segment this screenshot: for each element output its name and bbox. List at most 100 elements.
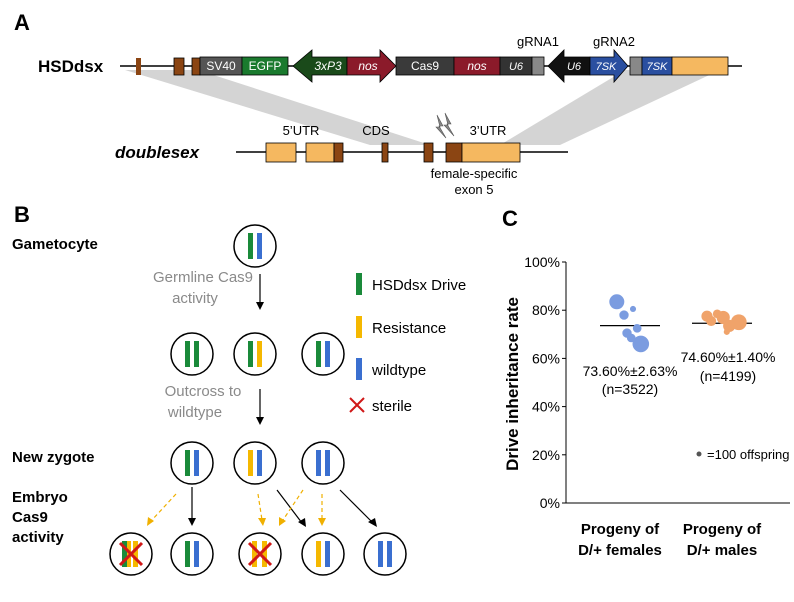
x-category-label: D/+ males xyxy=(687,542,757,559)
y-tick-label: 20% xyxy=(532,447,560,463)
y-axis-label: Drive inheritance rate xyxy=(503,297,522,471)
construct-exon-2 xyxy=(173,57,185,76)
data-point xyxy=(723,328,730,335)
sv40-label: SV40 xyxy=(206,59,236,73)
cell-embryo-4 xyxy=(301,532,345,576)
y-tick-label: 60% xyxy=(532,350,560,366)
nos1-arrow xyxy=(346,49,397,83)
legend-resistance-swatch xyxy=(356,316,362,338)
cell-zygote-drive xyxy=(170,441,214,485)
resistance-arrowheads xyxy=(147,517,326,526)
germline-label-1: Germline Cas9 xyxy=(153,269,253,286)
cell-embryo-3-sterile xyxy=(238,532,282,576)
legend-wildtype-swatch xyxy=(356,358,362,380)
male-n: (n=4199) xyxy=(700,368,756,384)
egfp-label: EGFP xyxy=(249,59,282,73)
cell-embryo-1-sterile xyxy=(109,532,153,576)
panel-c: C Drive inheritance rate 0% 20% 40% 60% 80% 1… xyxy=(502,206,790,559)
legend-wildtype-label: wildtype xyxy=(371,362,426,379)
legend-drive-label: HSDdsx Drive xyxy=(372,277,466,294)
new-zygote-label: New zygote xyxy=(12,449,95,466)
egfp-block xyxy=(241,56,289,76)
tsk-a-arrow xyxy=(589,48,629,84)
nos1-label: nos xyxy=(358,59,377,73)
x-category-label: Progeny of xyxy=(581,521,660,538)
panel-b-letter: B xyxy=(14,202,30,227)
outcross-label-2: wildtype xyxy=(167,404,222,421)
nos2-label: nos xyxy=(467,59,486,73)
data-point xyxy=(632,323,642,333)
projection-left xyxy=(125,70,430,145)
panel-c-letter: C xyxy=(502,206,518,231)
y-tick-label: 40% xyxy=(532,399,560,415)
data-points xyxy=(609,294,747,353)
male-stat: 74.60%±1.40% xyxy=(681,349,776,365)
cell-zygote-wildtype xyxy=(301,441,345,485)
cell-gamete-resistance xyxy=(233,332,277,376)
y-tick-label: 0% xyxy=(540,495,560,511)
cell-gamete-drive xyxy=(170,332,214,376)
data-point xyxy=(706,316,717,327)
exon5-coding xyxy=(445,142,463,163)
y-tick-label: 80% xyxy=(532,302,560,318)
size-legend-label: =100 offspring xyxy=(707,447,790,462)
x-category-label: D/+ females xyxy=(578,542,662,559)
data-point xyxy=(629,305,637,313)
construct-exon-3 xyxy=(191,57,201,76)
construct-exon-1 xyxy=(136,58,141,75)
cds-exon-3 xyxy=(423,142,434,163)
legend-drive-swatch xyxy=(356,273,362,295)
flow-arrows xyxy=(191,274,373,524)
cell-zygote-resistance xyxy=(233,441,277,485)
grna1-label: gRNA1 xyxy=(517,34,559,49)
cell-gametocyte xyxy=(233,224,277,268)
data-point xyxy=(619,310,629,320)
cds-label: CDS xyxy=(362,123,390,138)
utr5-exon-1 xyxy=(265,142,297,163)
legend-resistance-label: Resistance xyxy=(372,320,446,337)
utr3-exon xyxy=(461,142,521,163)
x-category-label: Progeny of xyxy=(683,521,762,538)
cds-exon-1 xyxy=(333,142,344,163)
outcross-label-1: Outcross to xyxy=(165,383,242,400)
gene-label: doublesex xyxy=(115,143,201,162)
resistance-arrows xyxy=(151,489,323,521)
grna1-spacer-block xyxy=(531,56,545,76)
u6b-label: U6 xyxy=(567,61,582,73)
cas9-label: Cas9 xyxy=(411,59,439,73)
female-stat: 73.60%±2.63% xyxy=(583,363,678,379)
data-point xyxy=(632,335,650,353)
y-tick-label: 100% xyxy=(524,254,560,270)
embryo-label-2: Cas9 xyxy=(12,509,48,526)
panel-a: A HSDdsx SV40 EGFP 3xP3 nos Cas9 nos U6 … xyxy=(14,10,742,197)
grna2-spacer-block xyxy=(629,56,643,76)
embryo-label-1: Embryo xyxy=(12,489,68,506)
germline-label-2: activity xyxy=(172,290,218,307)
cut-site-icon xyxy=(435,112,455,139)
gametocyte-label: Gametocyte xyxy=(12,236,98,253)
panel-a-letter: A xyxy=(14,10,30,35)
x-categories: Progeny of D/+ females Progeny of D/+ males xyxy=(578,521,762,559)
cell-embryo-5 xyxy=(363,532,407,576)
y-ticks: 0% 20% 40% 60% 80% 100% xyxy=(524,254,566,511)
panel-b: B Gametocyte Germline Cas9 activity Outc… xyxy=(12,202,466,576)
cell-gamete-wildtype xyxy=(301,332,345,376)
u6a-label: U6 xyxy=(509,61,524,73)
female-n: (n=3522) xyxy=(602,381,658,397)
data-point xyxy=(626,333,636,343)
projection-right xyxy=(500,70,720,145)
exon5-label-line2: exon 5 xyxy=(454,182,493,197)
promoter-3xp3-label: 3xP3 xyxy=(314,59,342,73)
tsk-b-label: 7SK xyxy=(647,61,668,73)
flow-arrowheads xyxy=(188,302,377,527)
cds-exon-2 xyxy=(381,142,389,163)
utr5-exon-2 xyxy=(305,142,335,163)
grna2-label: gRNA2 xyxy=(593,34,635,49)
data-point xyxy=(609,294,625,310)
utr5-label: 5’UTR xyxy=(283,123,320,138)
sterile-icon xyxy=(349,397,365,413)
tsk-a-label: 7SK xyxy=(596,61,617,73)
exon5-label-line1: female-specific xyxy=(431,166,518,181)
size-legend-dot xyxy=(696,451,702,457)
